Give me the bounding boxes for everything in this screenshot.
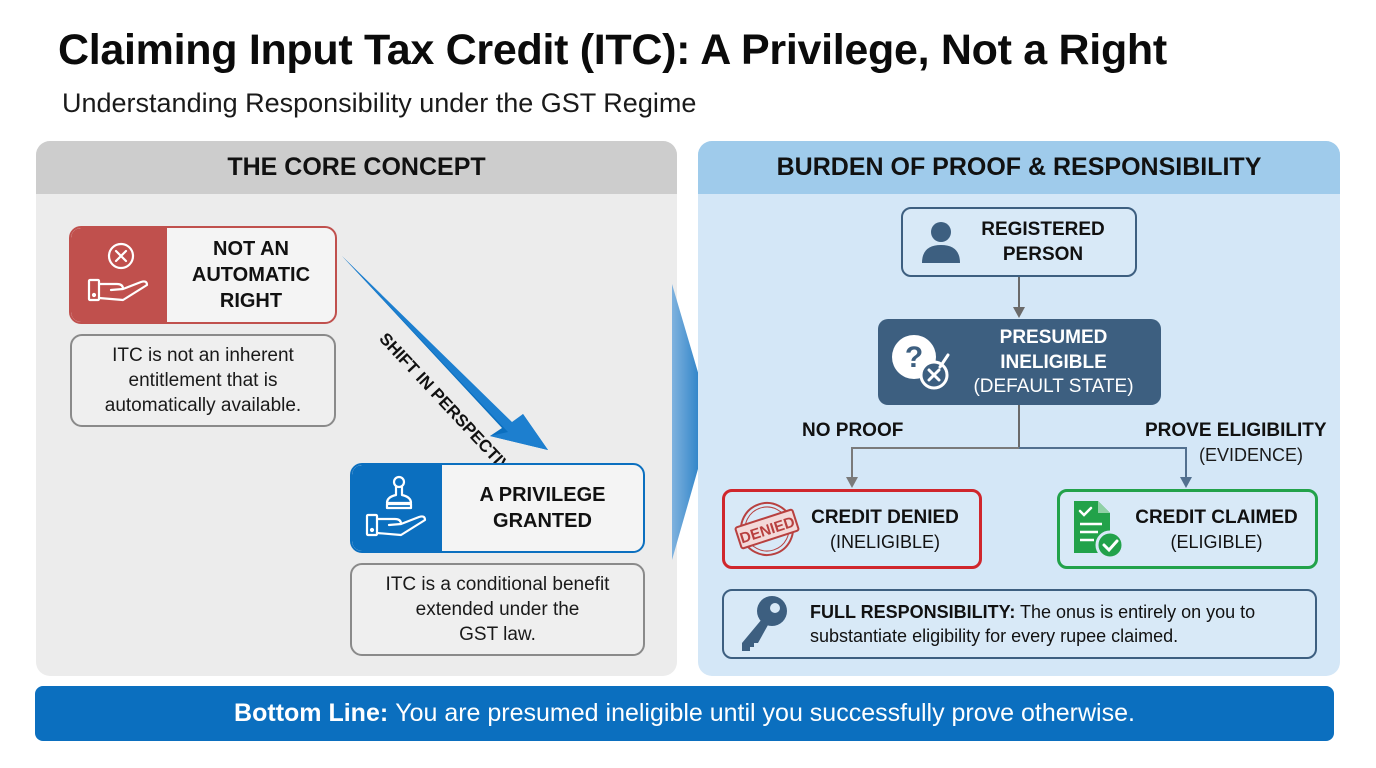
bottom-line-banner: Bottom Line:You are presumed ineligible … — [35, 686, 1334, 741]
full-responsibility-box: FULL RESPONSIBILITY: The onus is entirel… — [722, 589, 1317, 659]
hand-stamp-icon — [352, 465, 442, 551]
evidence-label: (EVIDENCE) — [1199, 445, 1304, 465]
credit-claimed-box: CREDIT CLAIMED (ELIGIBLE) — [1057, 489, 1318, 569]
core-concept-heading: THE CORE CONCEPT — [36, 141, 677, 194]
person-icon — [922, 222, 960, 263]
flow-connectors — [846, 277, 1192, 488]
burden-heading: BURDEN OF PROOF & RESPONSIBILITY — [698, 141, 1340, 194]
page-title: Claiming Input Tax Credit (ITC): A Privi… — [58, 26, 1167, 74]
hand-x-icon — [71, 228, 167, 322]
no-proof-label: NO PROOF — [802, 420, 904, 441]
chevron-right-icon — [672, 284, 712, 560]
question-x-icon: ? — [892, 335, 950, 390]
shift-arrow-icon — [342, 256, 548, 450]
bottom-line-text: You are presumed ineligible until you su… — [395, 699, 1135, 727]
credit-denied-box: DENIED CREDIT DENIED (INELIGIBLE) — [722, 489, 982, 569]
bottom-line-label: Bottom Line: — [234, 699, 389, 727]
credit-denied-label: CREDIT DENIED (INELIGIBLE) — [811, 506, 959, 552]
prove-eligibility-label: PROVE ELIGIBILITY — [1145, 420, 1327, 441]
denied-stamp-icon: DENIED — [734, 502, 800, 556]
document-check-icon — [1074, 501, 1125, 560]
credit-claimed-label: CREDIT CLAIMED (ELIGIBLE) — [1135, 506, 1298, 552]
svg-text:?: ? — [905, 341, 923, 374]
full-responsibility-text: FULL RESPONSIBILITY: The onus is entirel… — [810, 602, 1256, 646]
key-icon — [742, 596, 787, 651]
page-subtitle: Understanding Responsibility under the G… — [62, 88, 697, 118]
